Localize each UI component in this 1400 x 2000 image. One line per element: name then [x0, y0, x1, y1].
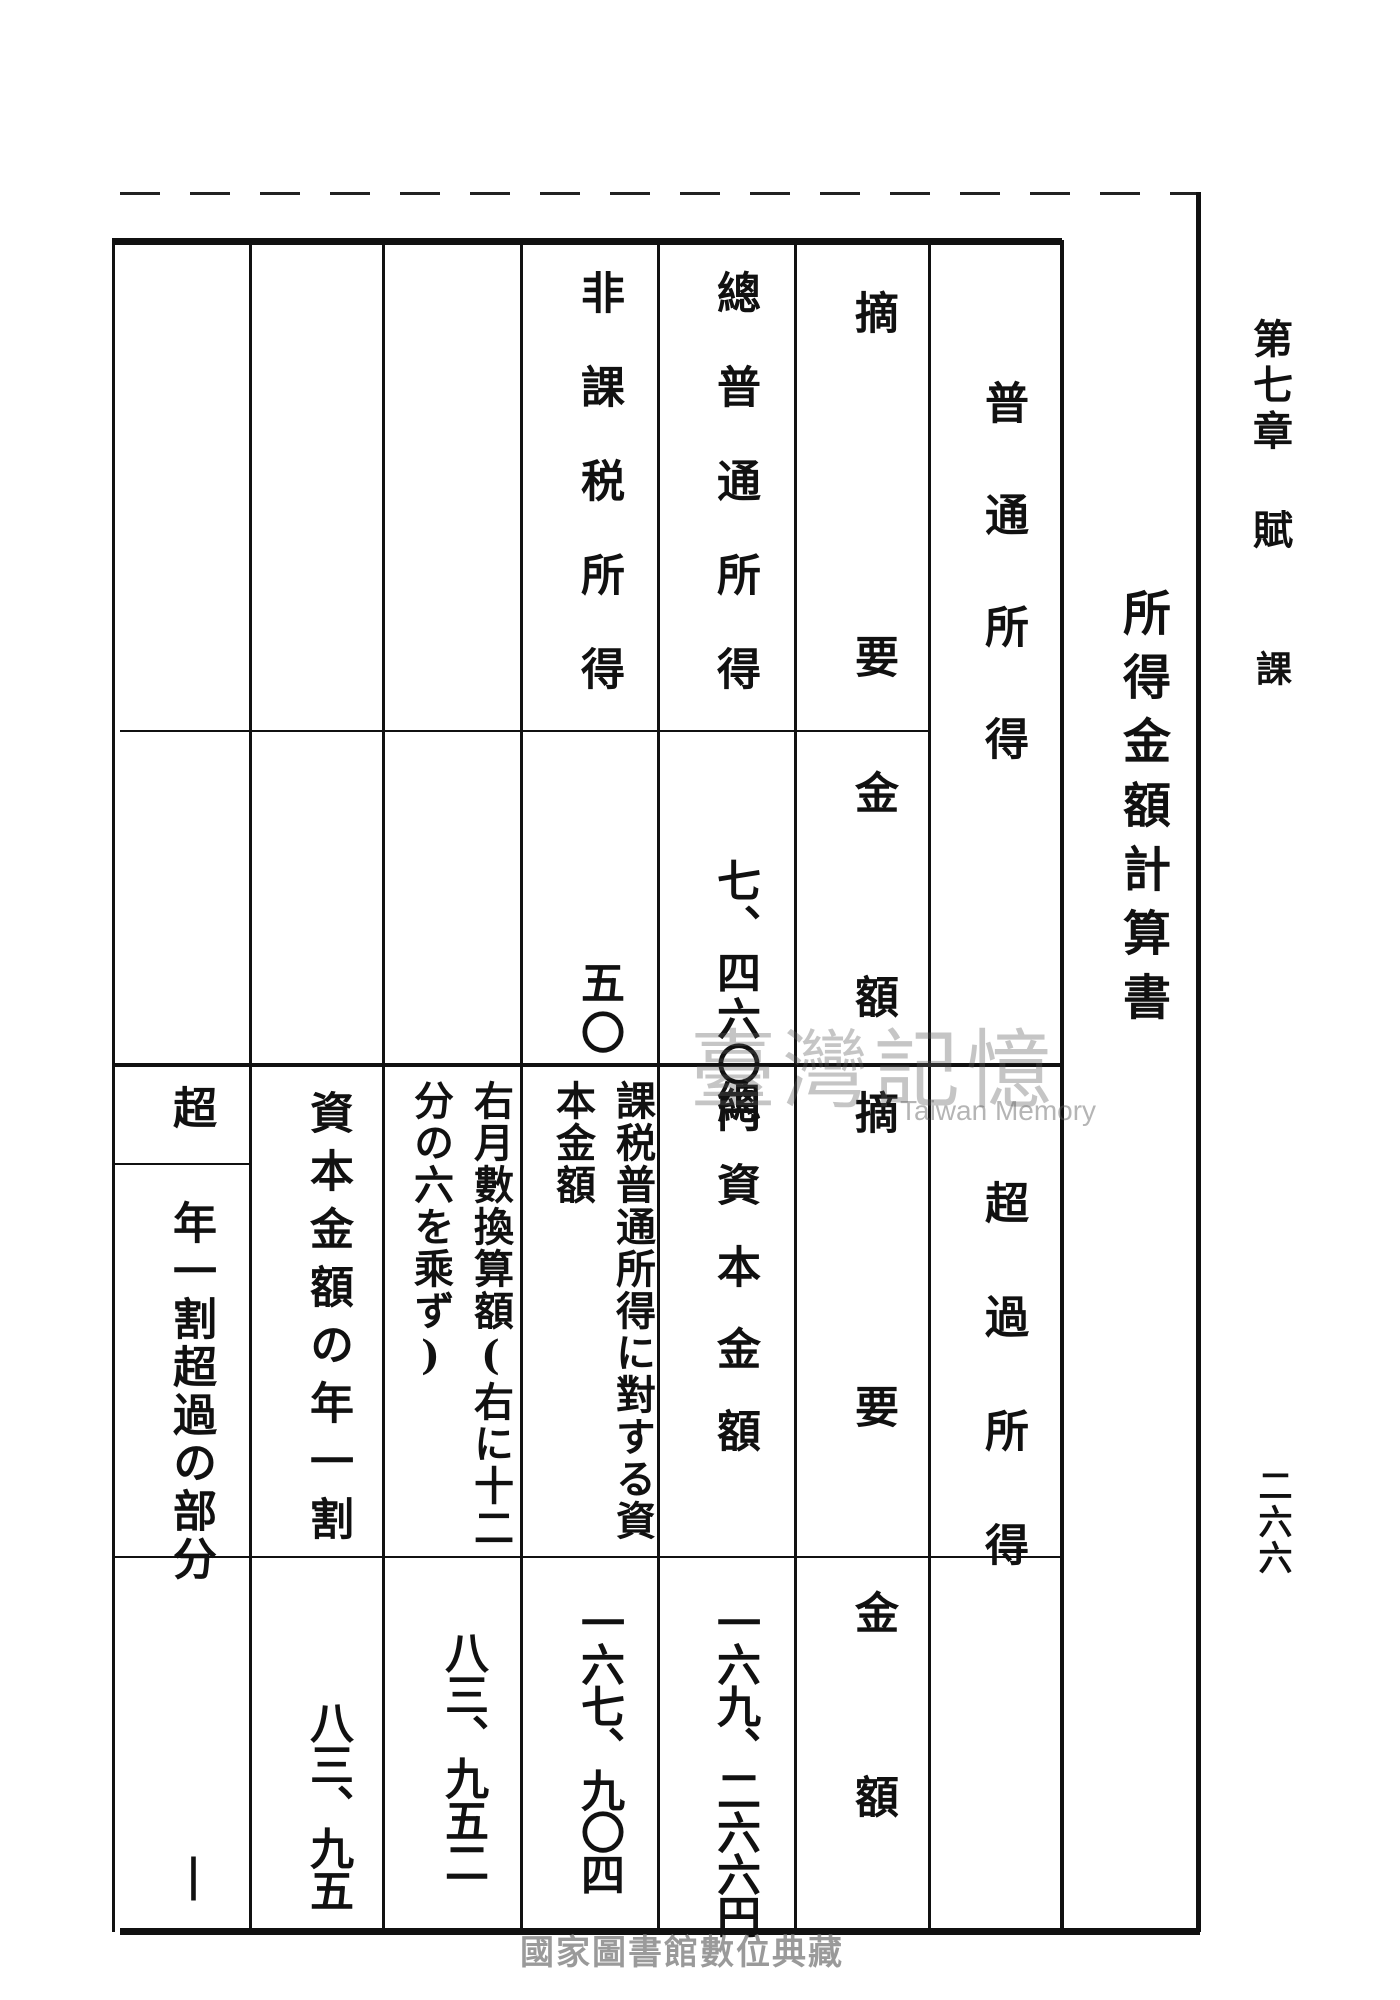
- watermark-english: Taiwan Memory: [900, 1095, 1097, 1126]
- excess-row-label: 右月數換算額(右に十二分の六を乘ず): [407, 1080, 520, 1550]
- page-number: 二六六: [1252, 1468, 1292, 1576]
- ordinary-row-amount: 五〇: [573, 960, 624, 1060]
- ordinary-row-label: 非課税所得: [573, 270, 624, 740]
- amount-label-top: 金額: [847, 770, 898, 1178]
- ordinary-row-amount: 七、四六〇円: [709, 858, 760, 1134]
- running-head: 第七章 賦: [1246, 318, 1293, 555]
- excess-row-amount: 一六九、二六六円: [709, 1600, 760, 1936]
- running-head-sub: 課: [1250, 650, 1292, 686]
- excess-row-label: 課税普通所得に對する資本金額: [549, 1080, 662, 1550]
- frame-right-border: [1196, 192, 1201, 1932]
- excess-row-sub-label: 年一割超過の部分: [165, 1200, 216, 1584]
- excess-row-amount: 八三、九五二: [437, 1630, 488, 1882]
- excess-row-label-text: 課税普通所得に對する資本金額: [549, 1080, 656, 1542]
- excess-row-amount: |: [168, 1850, 219, 1901]
- section-divider: [112, 1063, 1062, 1067]
- excess-row-amount: 一六七、九〇四: [573, 1600, 624, 1894]
- excess-row-label: 超: [165, 1085, 216, 1129]
- amount-label-bottom: 金額: [847, 1590, 898, 1958]
- footer-library-credit: 國家圖書館數位典藏: [520, 1933, 844, 1973]
- table-top-border: [112, 238, 1062, 245]
- column-header-excess: 超過所得: [977, 1180, 1028, 1636]
- summary-label-bottom: 摘要: [847, 1090, 898, 1678]
- excess-row-label: 總資本金額: [709, 1080, 760, 1490]
- summary-label-top: 摘要: [847, 290, 898, 978]
- document-title: 所得金額計算書: [1114, 588, 1170, 1036]
- excess-row-amount: 八三、九五: [302, 1700, 353, 1910]
- excess-row-label: 資本金額の年一割: [302, 1090, 353, 1554]
- table-bottom-border: [120, 1928, 1200, 1935]
- watermark-logo: 臺灣記憶: [690, 1021, 1058, 1121]
- excess-row-label-text: 右月數換算額(右に十二分の六を乘ず): [407, 1080, 514, 1549]
- column-header-ordinary: 普通所得: [977, 380, 1028, 828]
- ordinary-row-label: 總普通所得: [709, 270, 760, 740]
